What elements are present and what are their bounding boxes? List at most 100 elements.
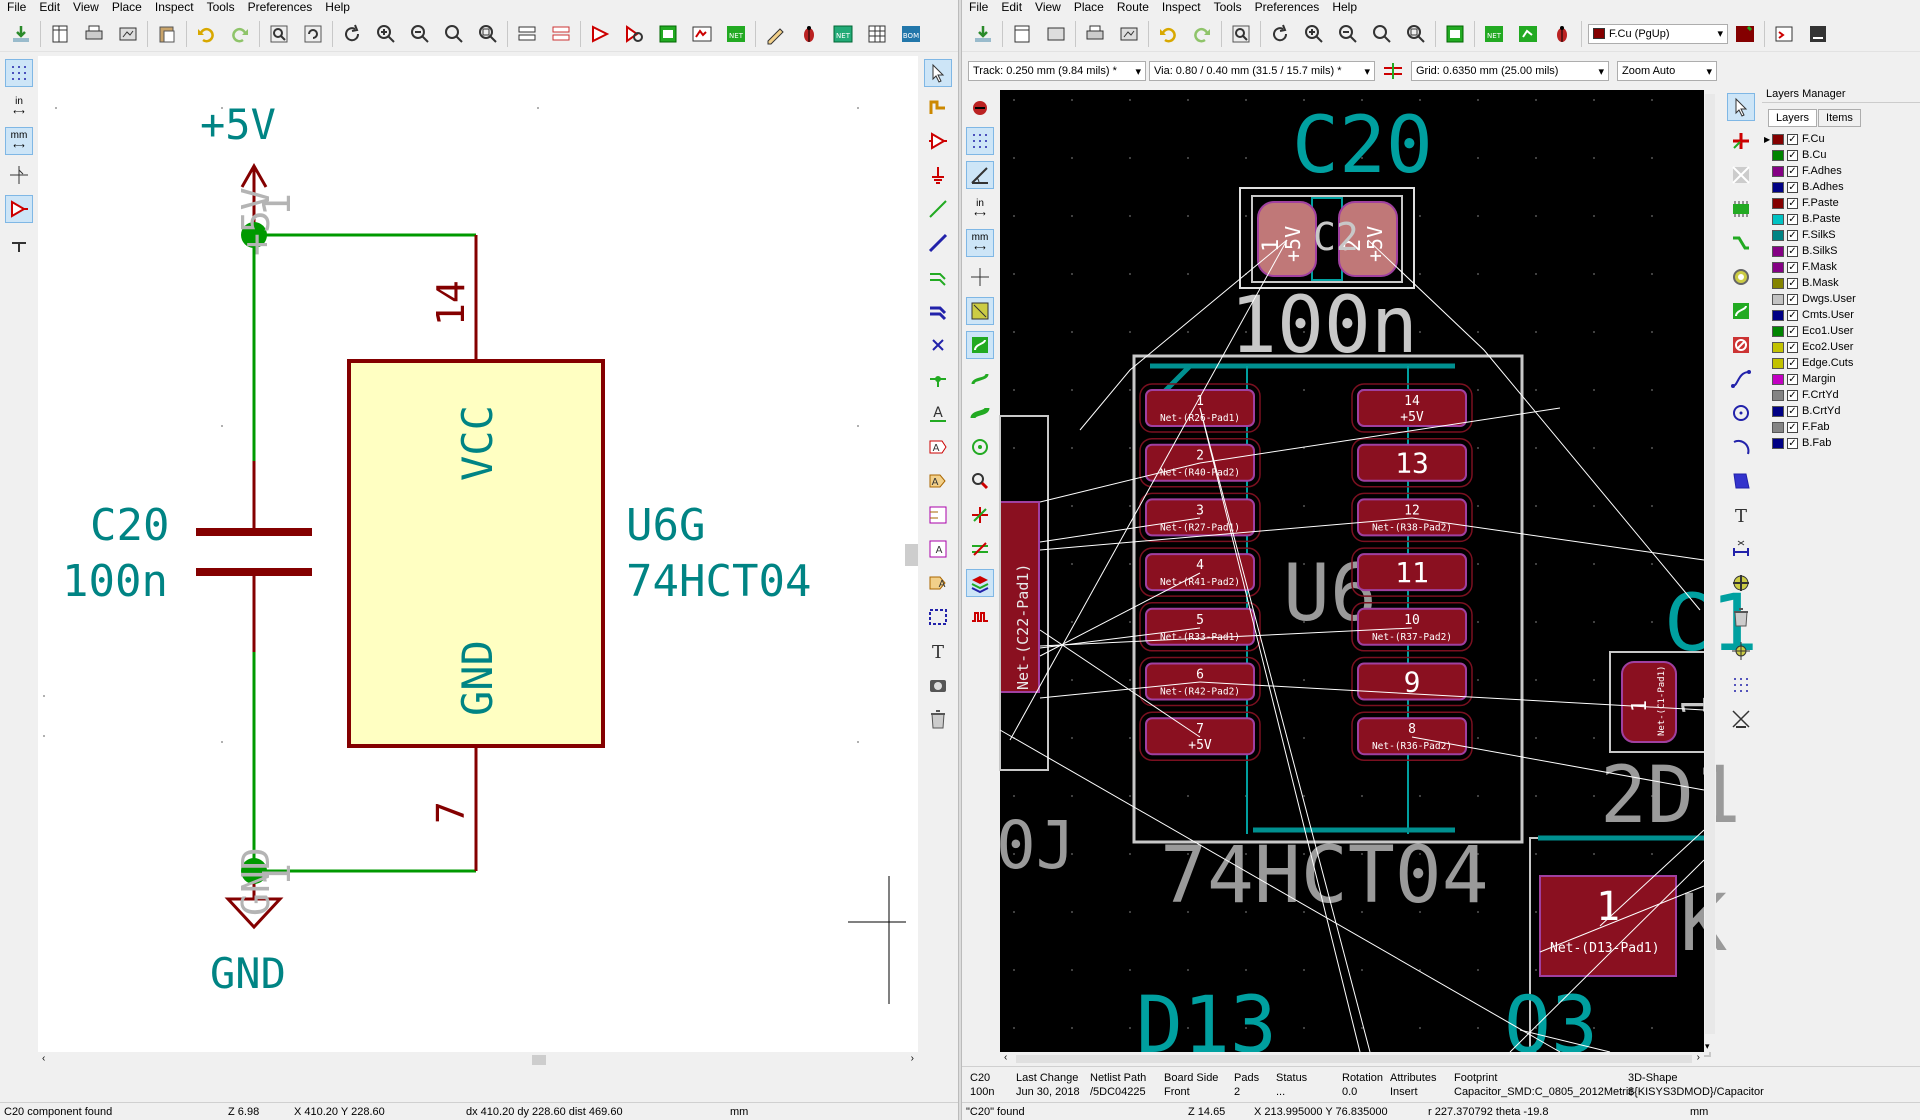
layer-row-f-crtyd[interactable]: ✓F.CrtYd	[1762, 387, 1920, 403]
via-size-dropdown[interactable]: Via: 0.80 / 0.40 mm (31.5 / 15.7 mils) *…	[1149, 61, 1375, 81]
layer-color-swatch[interactable]	[1772, 213, 1784, 225]
layer-visibility-checkbox[interactable]: ✓	[1787, 245, 1798, 257]
units-inches-toggle[interactable]: in⟷	[974, 198, 986, 219]
pad-sketch-icon[interactable]	[966, 433, 994, 461]
layer-row-eco1-user[interactable]: ✓Eco1.User	[1762, 323, 1920, 339]
print-icon[interactable]	[1081, 20, 1109, 48]
layer-color-swatch[interactable]	[1772, 165, 1784, 177]
keepout-area-icon[interactable]	[1727, 331, 1755, 359]
layer-color-swatch[interactable]	[1772, 149, 1784, 161]
layer-visibility-checkbox[interactable]: ✓	[1787, 389, 1798, 401]
menu-inspect[interactable]: Inspect	[1161, 0, 1201, 14]
junction-icon[interactable]	[924, 365, 952, 393]
cap-value[interactable]: 100n	[62, 556, 168, 607]
refresh-icon[interactable]	[1266, 20, 1294, 48]
scroll-right-icon[interactable]: ›	[910, 1053, 914, 1064]
python-icon[interactable]	[1804, 20, 1832, 48]
annotate-icon[interactable]	[654, 20, 682, 48]
hierarchy-navigator-icon[interactable]	[513, 20, 541, 48]
menu-preferences[interactable]: Preferences	[247, 0, 313, 14]
layer-visibility-checkbox[interactable]: ✓	[1787, 181, 1798, 193]
board-settings-icon[interactable]	[1042, 20, 1070, 48]
layer-row-eco2-user[interactable]: ✓Eco2.User	[1762, 339, 1920, 355]
u6-pad-7[interactable]: 7+5V	[1139, 711, 1261, 761]
ratsnest-icon[interactable]	[966, 297, 994, 325]
board-setup-icon[interactable]	[1008, 20, 1036, 48]
footprint-editor-icon[interactable]	[1441, 20, 1469, 48]
bus-to-bus-icon[interactable]	[924, 297, 952, 325]
layer-visibility-checkbox[interactable]: ✓	[1787, 261, 1798, 273]
layer-visibility-checkbox[interactable]: ✓	[1787, 197, 1798, 209]
layer-row-margin[interactable]: ✓Margin	[1762, 371, 1920, 387]
assign-footprints-icon[interactable]	[761, 20, 789, 48]
drc-markers-icon[interactable]	[966, 93, 994, 121]
layer-row-b-cu[interactable]: ✓B.Cu	[1762, 147, 1920, 163]
add-zone-icon[interactable]	[1727, 297, 1755, 325]
zone-outline-icon[interactable]	[966, 365, 994, 393]
scroll-down-icon[interactable]: ▾	[1705, 1041, 1710, 1051]
layer-visibility-checkbox[interactable]: ✓	[1787, 277, 1798, 289]
layer-row-f-fab[interactable]: ✓F.Fab	[1762, 419, 1920, 435]
layer-color-swatch[interactable]	[1772, 325, 1784, 337]
place-symbol-icon[interactable]	[924, 127, 952, 155]
menu-edit[interactable]: Edit	[39, 0, 61, 14]
u6-value[interactable]: 74HCT04	[1160, 831, 1489, 921]
layer-visibility-checkbox[interactable]: ✓	[1787, 293, 1798, 305]
update-from-schematic-icon[interactable]	[1514, 20, 1542, 48]
library-browser-icon[interactable]	[620, 20, 648, 48]
menu-edit[interactable]: Edit	[1001, 0, 1023, 14]
cap-reference[interactable]: C20	[90, 500, 169, 551]
schematic-vertical-scrollbar[interactable]	[905, 56, 918, 1052]
layer-color-swatch[interactable]	[1772, 309, 1784, 321]
find-icon[interactable]	[265, 20, 293, 48]
menu-help[interactable]: Help	[325, 0, 350, 14]
layer-row-f-silks[interactable]: ✓F.SilkS	[1762, 227, 1920, 243]
zoom-selection-icon[interactable]	[474, 20, 502, 48]
c20-pad-2[interactable]	[1338, 201, 1398, 277]
menu-file[interactable]: File	[7, 0, 27, 14]
layer-visibility-checkbox[interactable]: ✓	[1787, 357, 1798, 369]
layer-visibility-checkbox[interactable]: ✓	[1787, 405, 1798, 417]
show-zones-icon[interactable]	[966, 331, 994, 359]
zoom-out-icon[interactable]	[406, 20, 434, 48]
zoom-selection-icon[interactable]	[1402, 20, 1430, 48]
layer-row-cmts-user[interactable]: ✓Cmts.User	[1762, 307, 1920, 323]
hier-sheet-icon[interactable]	[924, 501, 952, 529]
layer-row-f-paste[interactable]: ✓F.Paste	[1762, 195, 1920, 211]
units-mm-toggle[interactable]: mm⟷	[5, 127, 33, 155]
zoom-in-icon[interactable]	[372, 20, 400, 48]
layer-color-swatch[interactable]	[1772, 357, 1784, 369]
bom-icon[interactable]: BOM	[897, 20, 925, 48]
layer-color-swatch[interactable]	[1772, 277, 1784, 289]
erc-icon[interactable]	[688, 20, 716, 48]
grid-toggle-icon[interactable]	[5, 59, 33, 87]
layer-visibility-checkbox[interactable]: ✓	[1787, 165, 1798, 177]
layer-color-swatch[interactable]	[1772, 133, 1784, 145]
library-editor-icon[interactable]	[586, 20, 614, 48]
layer-visibility-checkbox[interactable]: ✓	[1787, 133, 1798, 145]
menu-tools[interactable]: Tools	[1213, 0, 1242, 14]
scroll-thumb[interactable]	[1016, 1055, 1692, 1063]
delete-icon[interactable]	[924, 705, 952, 733]
u6-pad-9[interactable]: 9	[1351, 656, 1473, 707]
layer-row-dwgs-user[interactable]: ✓Dwgs.User	[1762, 291, 1920, 307]
netlist-icon[interactable]: NET	[722, 20, 750, 48]
print-icon[interactable]	[80, 20, 108, 48]
layer-color-swatch[interactable]	[1772, 181, 1784, 193]
layer-row-b-silks[interactable]: ✓B.SilkS	[1762, 243, 1920, 259]
menu-preferences[interactable]: Preferences	[1254, 0, 1320, 14]
netlist-icon[interactable]: NET	[1480, 20, 1508, 48]
scroll-left-icon[interactable]: ‹	[1004, 1052, 1008, 1063]
track-width-dropdown[interactable]: Track: 0.250 mm (9.84 mils) *▾	[968, 61, 1146, 81]
layer-visibility-checkbox[interactable]: ✓	[1787, 437, 1798, 449]
scripting-console-icon[interactable]	[1770, 20, 1798, 48]
text-tool-icon[interactable]: T	[924, 637, 952, 665]
c20-pad-1[interactable]	[1257, 201, 1317, 277]
undo-icon[interactable]	[1154, 20, 1182, 48]
delete-icon[interactable]	[1727, 603, 1755, 631]
place-power-icon[interactable]	[924, 161, 952, 189]
image-icon[interactable]	[924, 671, 952, 699]
